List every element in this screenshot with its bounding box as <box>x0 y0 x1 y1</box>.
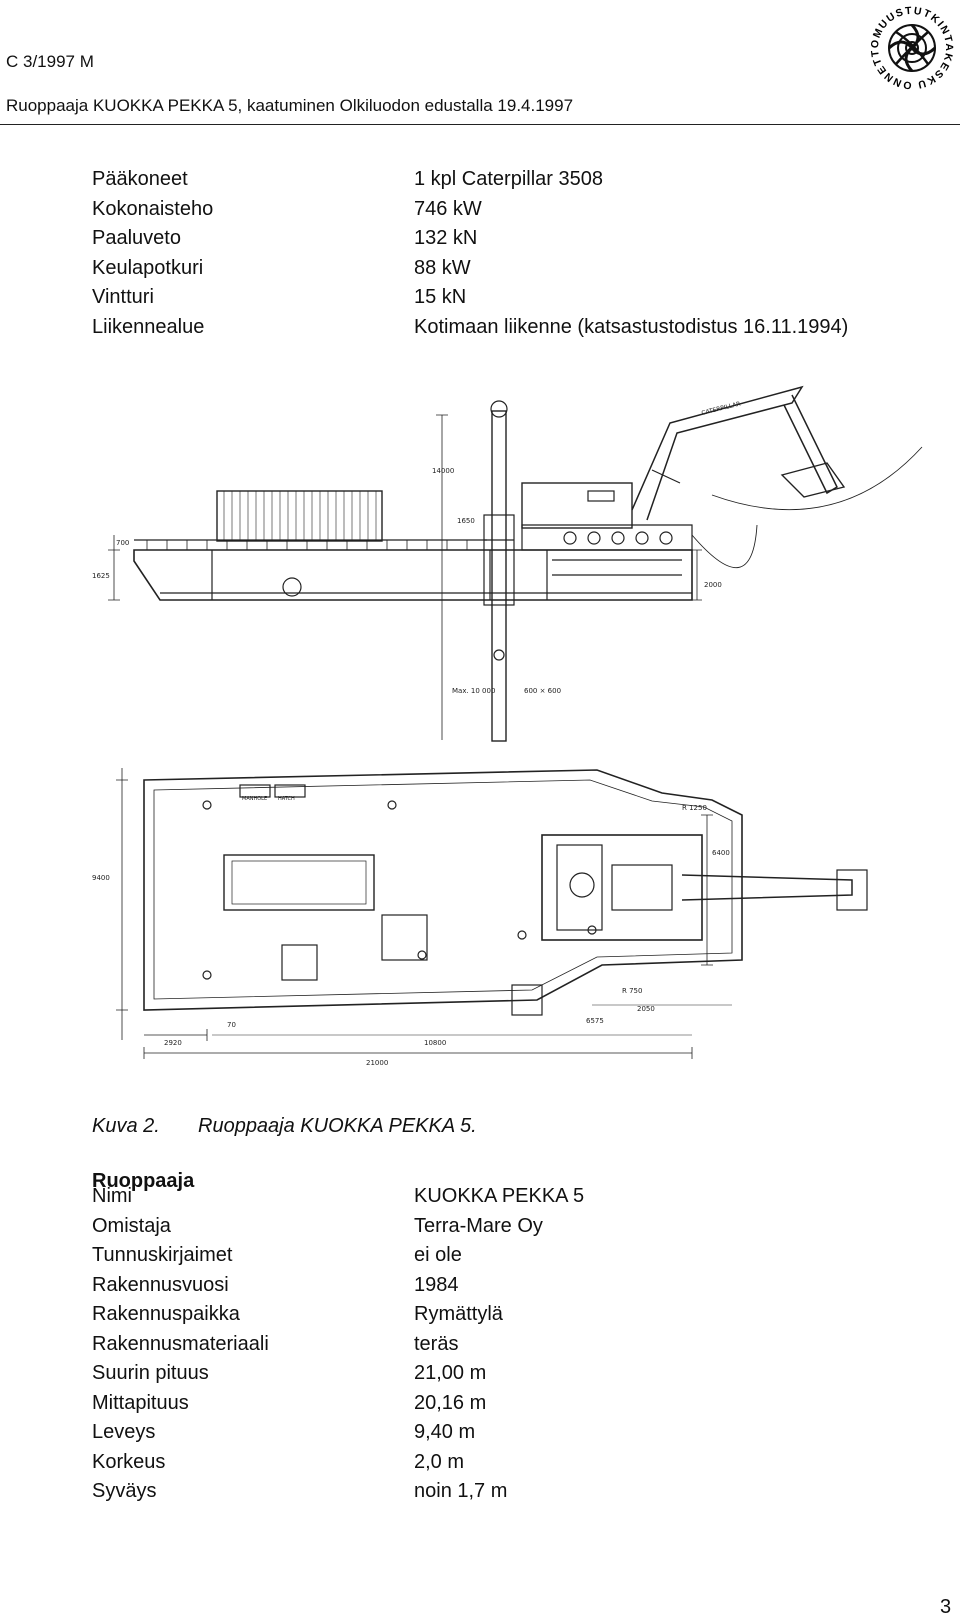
dimension-label: 6400 <box>712 849 730 857</box>
dimension-label: 9400 <box>92 874 110 882</box>
plan-view: 9400 6400 R 1250 R 750 2050 6575 2920 70… <box>92 768 868 1067</box>
spec-value: ei ole <box>414 1244 462 1266</box>
spec-label: Syväys <box>92 1480 157 1502</box>
figure-number: Kuva 2. <box>92 1115 160 1137</box>
dimension-label: R 750 <box>622 987 642 995</box>
spec-label: Nimi <box>92 1185 132 1207</box>
dimension-label: Max. 10 000 <box>452 687 495 695</box>
spec-row: Rakennusmateriaali teräs <box>92 1330 584 1360</box>
spec-value: 21,00 m <box>414 1362 487 1384</box>
dimension-label: R 1250 <box>682 804 707 812</box>
spec-value: 20,16 m <box>414 1391 487 1414</box>
spec-row: Suurin pituus 21,00 m <box>92 1359 584 1389</box>
spec-value: Rymättylä <box>414 1303 503 1325</box>
dimension-label: 1650 <box>457 517 475 525</box>
spec-value: 1984 <box>414 1273 459 1296</box>
spec-row: Mittapituus 20,16 m <box>92 1389 584 1419</box>
spec-row: Rakennusvuosi 1984 <box>92 1271 584 1301</box>
spec-value: 15 kN <box>414 286 467 308</box>
spec-row: Syväys noin 1,7 m <box>92 1477 584 1507</box>
spec-row: Rakennuspaikka Rymättylä <box>92 1300 584 1330</box>
spec-value: teräs <box>414 1332 459 1355</box>
spec-label: Tunnuskirjaimet <box>92 1244 233 1266</box>
spec-label: Liikennealue <box>92 315 205 338</box>
spec-value: 2,0 m <box>414 1450 465 1473</box>
spec-label: Vintturi <box>92 286 154 308</box>
spec-value: 9,40 m <box>414 1421 476 1443</box>
dimension-label: 14000 <box>432 467 454 475</box>
figure-caption-text: Ruoppaaja KUOKKA PEKKA 5. <box>198 1115 477 1137</box>
machinery-spec-list: Pääkoneet 1 kpl Caterpillar 3508 Kokonais… <box>92 165 848 342</box>
spec-label: Keulapotkuri <box>92 256 204 279</box>
plan-label: HATCH <box>278 796 295 802</box>
brand-label: CATERPILLAR <box>701 400 741 416</box>
spec-label: Leveys <box>92 1421 156 1443</box>
spec-label: Kokonaisteho <box>92 197 214 220</box>
spec-label: Omistaja <box>92 1214 171 1237</box>
spec-value: KUOKKA PEKKA 5 <box>414 1185 585 1207</box>
spec-label: Suurin pituus <box>92 1362 209 1384</box>
spec-value: Kotimaan liikenne (katsastustodistus 16.… <box>414 315 849 338</box>
spec-row: Liikennealue Kotimaan liikenne (katsastus… <box>92 313 848 343</box>
spec-value: noin 1,7 m <box>414 1480 508 1502</box>
spec-value: 1 kpl Caterpillar 3508 <box>414 168 603 190</box>
spec-row: Pääkoneet 1 kpl Caterpillar 3508 <box>92 165 848 195</box>
dimension-label: 2000 <box>704 581 722 589</box>
header-divider <box>0 124 960 125</box>
document-reference: C 3/1997 M <box>6 52 94 71</box>
spec-label: Korkeus <box>92 1450 166 1473</box>
document-title: Ruoppaaja KUOKKA PEKKA 5, kaatuminen Olk… <box>6 96 574 115</box>
dimension-label: 10800 <box>424 1039 446 1047</box>
dimension-label: 600 × 600 <box>524 687 561 695</box>
spec-row: Paaluveto 132 kN <box>92 224 848 254</box>
dredger-technical-drawing: CATERPILLAR 14000 1650 700 1625 2000 Max… <box>92 385 923 1067</box>
spec-row: Korkeus 2,0 m <box>92 1448 584 1478</box>
spec-row: Kokonaisteho 746 kW <box>92 195 848 225</box>
spec-value: 746 kW <box>414 197 482 220</box>
spec-label: Rakennuspaikka <box>92 1303 240 1325</box>
plan-label: MANHOLE <box>242 796 267 802</box>
section-heading: Ruoppaaja <box>92 1170 195 1192</box>
dimension-label: 2050 <box>637 1005 655 1013</box>
spec-row: Vintturi 15 kN <box>92 283 848 313</box>
spec-label: Paaluveto <box>92 227 181 249</box>
onnettomuustutkintakeskus-logo: ONNETTOMUUSTUTKINTAKESKUS <box>866 2 953 91</box>
spec-value: Terra-Mare Oy <box>414 1214 543 1237</box>
spec-row: Omistaja Terra-Mare Oy <box>92 1212 584 1242</box>
spec-value: 88 kW <box>414 256 471 279</box>
spec-label: Mittapituus <box>92 1391 189 1414</box>
vessel-spec-list: Nimi KUOKKA PEKKA 5 Omistaja Terra-Mare Oy… <box>92 1182 584 1507</box>
spec-label: Rakennusvuosi <box>92 1273 229 1296</box>
dimension-label: 700 <box>116 539 129 547</box>
spec-value: 132 kN <box>414 227 478 249</box>
spec-row: Tunnuskirjaimet ei ole <box>92 1241 584 1271</box>
dimension-label: 21000 <box>366 1059 388 1067</box>
side-elevation: CATERPILLAR 14000 1650 700 1625 2000 Max… <box>92 385 923 742</box>
dimension-label: 6575 <box>586 1017 604 1025</box>
spec-row: Leveys 9,40 m <box>92 1418 584 1448</box>
spec-label: Pääkoneet <box>92 168 188 190</box>
figure-caption: Kuva 2. Ruoppaaja KUOKKA PEKKA 5. <box>92 1115 477 1138</box>
dimension-label: 2920 <box>164 1039 182 1047</box>
spec-row: Keulapotkuri 88 kW <box>92 254 848 284</box>
spec-row: Nimi KUOKKA PEKKA 5 <box>92 1182 584 1212</box>
page-number: 3 <box>940 1596 952 1618</box>
spec-label: Rakennusmateriaali <box>92 1332 269 1355</box>
dimension-label: 70 <box>227 1021 236 1029</box>
dimension-label: 1625 <box>92 572 110 580</box>
